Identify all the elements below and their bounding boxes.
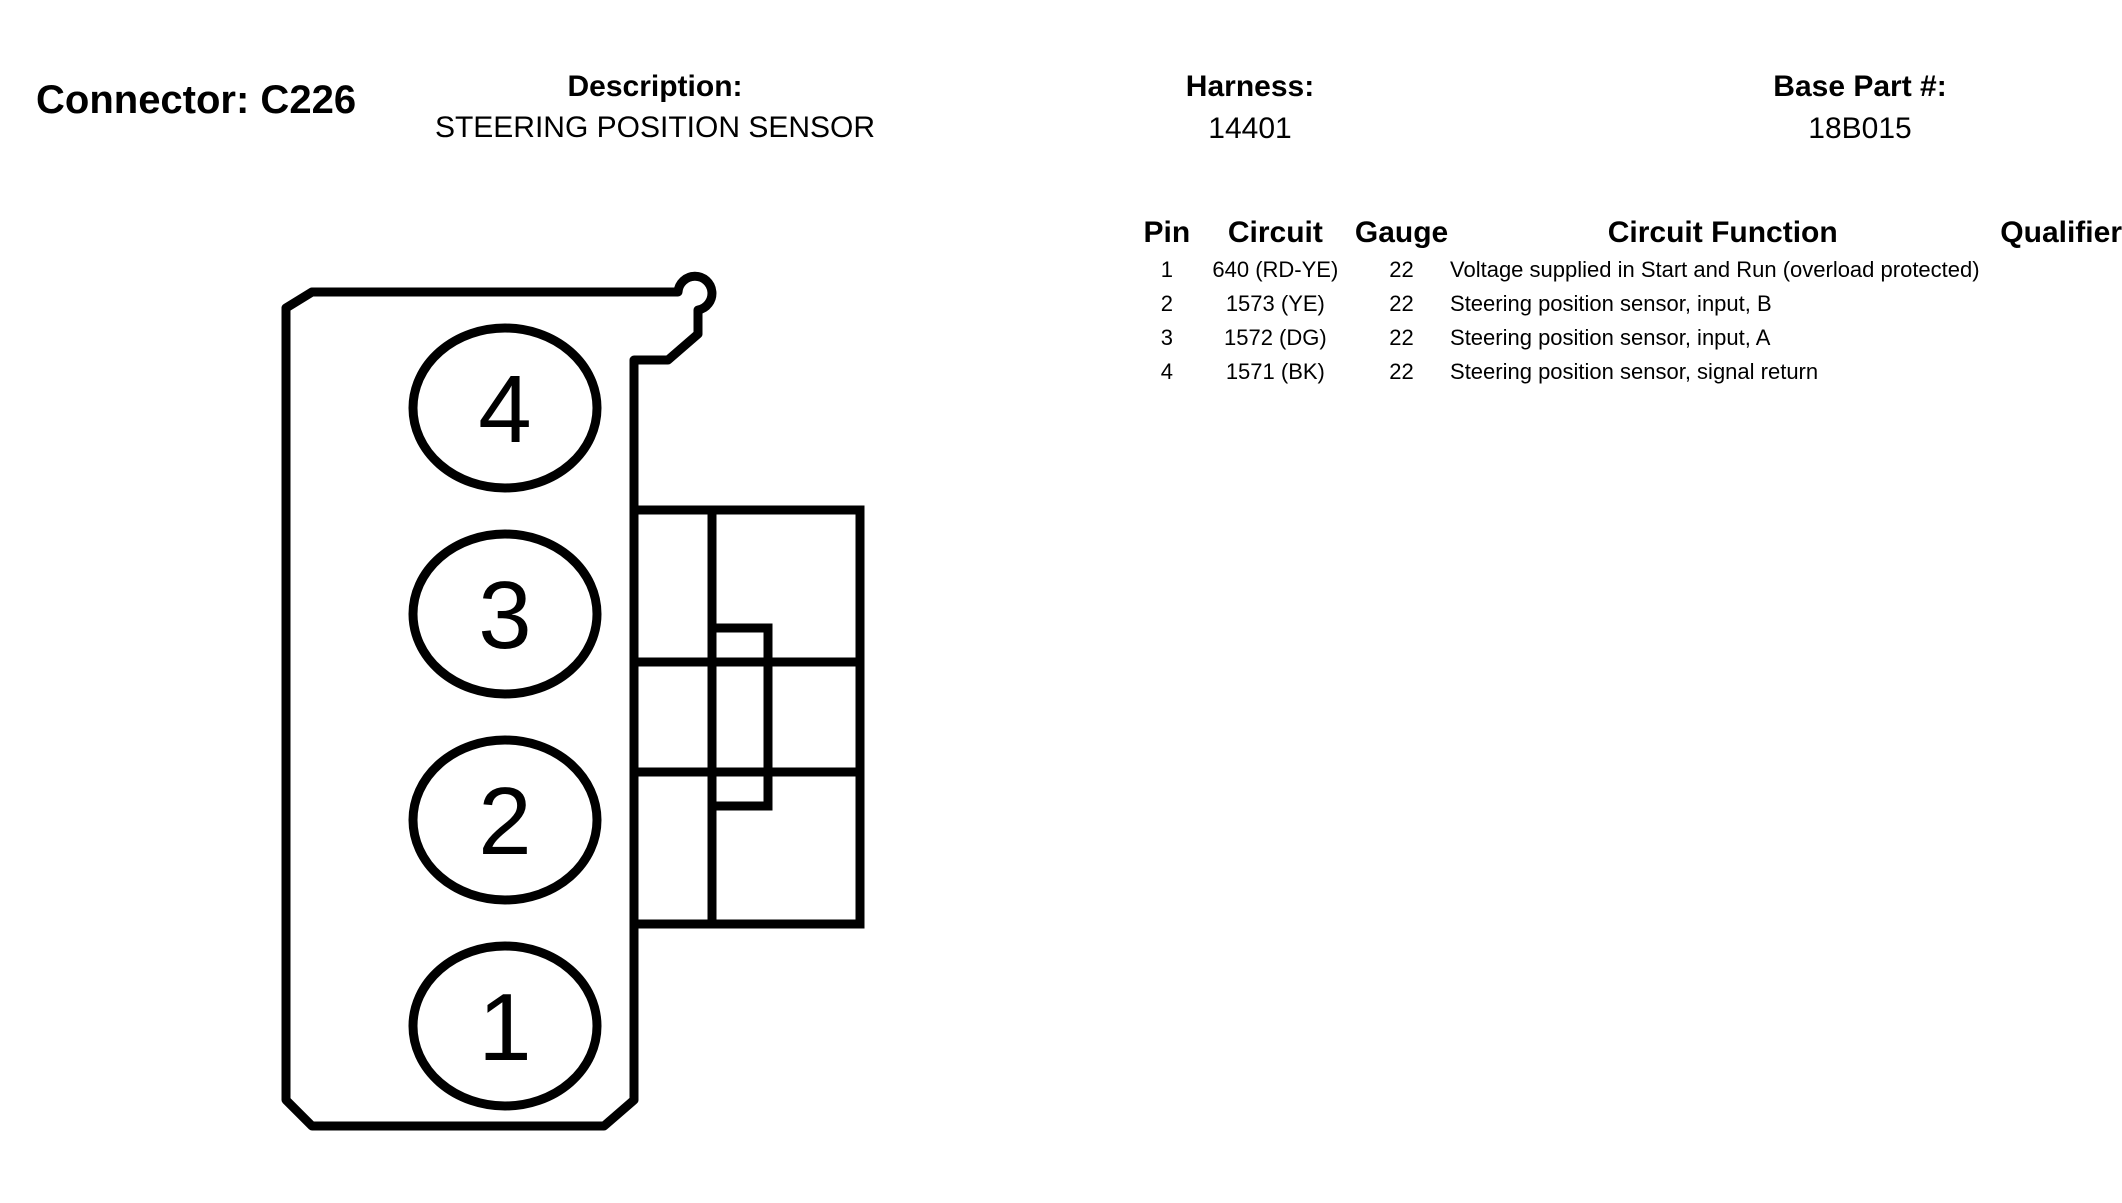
cell-gauge: 22 bbox=[1389, 257, 1414, 282]
cell-pin: 4 bbox=[1160, 359, 1173, 384]
harness-value: 14401 bbox=[1208, 112, 1292, 145]
pin-cavity-3 bbox=[408, 529, 602, 699]
cell-pin: 1 bbox=[1160, 257, 1173, 282]
pin-number-4: 4 bbox=[478, 356, 531, 463]
base-part-value: 18B015 bbox=[1808, 112, 1912, 145]
cell-circuit: 640 (RD-YE) bbox=[1212, 257, 1339, 282]
cell-gauge: 22 bbox=[1389, 325, 1414, 350]
description-value: STEERING POSITION SENSOR bbox=[434, 111, 876, 144]
pin-cavity-1 bbox=[408, 941, 602, 1111]
cell-circuit-function: Steering position sensor, signal return bbox=[1450, 359, 1819, 384]
header-pin: Pin bbox=[1143, 216, 1191, 249]
pin-number-3: 3 bbox=[478, 562, 531, 669]
cell-circuit: 1572 (DG) bbox=[1223, 325, 1327, 350]
header-gauge: Gauge bbox=[1354, 216, 1449, 249]
connector-title: Connector: C226 bbox=[36, 78, 357, 122]
cell-pin: 2 bbox=[1160, 291, 1173, 316]
cell-circuit: 1571 (BK) bbox=[1225, 359, 1325, 384]
pin-table: Pin Circuit Gauge Circuit Function Quali… bbox=[1136, 213, 2122, 389]
table-row: 2 1573 (YE) 22 Steering position sensor,… bbox=[1136, 287, 2122, 321]
cell-gauge: 22 bbox=[1389, 291, 1414, 316]
cell-circuit-function: Voltage supplied in Start and Run (overl… bbox=[1450, 257, 1980, 282]
table-row: 1 640 (RD-YE) 22 Voltage supplied in Sta… bbox=[1136, 253, 2122, 287]
header-circuit: Circuit bbox=[1227, 216, 1323, 249]
cell-circuit-function: Steering position sensor, input, B bbox=[1450, 291, 1772, 316]
locking-tab bbox=[629, 505, 865, 929]
pin-number-1: 1 bbox=[478, 974, 531, 1081]
header-circuit-function: Circuit Function bbox=[1607, 216, 1838, 249]
cell-gauge: 22 bbox=[1389, 359, 1414, 384]
table-row: 4 1571 (BK) 22 Steering position sensor,… bbox=[1136, 355, 2122, 389]
pin-cavity-2 bbox=[408, 735, 602, 905]
table-row: 3 1572 (DG) 22 Steering position sensor,… bbox=[1136, 321, 2122, 355]
cell-pin: 3 bbox=[1160, 325, 1173, 350]
harness-label: Harness: bbox=[1185, 70, 1315, 103]
pin-table-header: Pin Circuit Gauge Circuit Function Quali… bbox=[1136, 213, 2122, 253]
cell-circuit-function: Steering position sensor, input, A bbox=[1450, 325, 1771, 350]
connector-housing-outline bbox=[281, 271, 717, 1131]
description-label: Description: bbox=[567, 70, 743, 103]
pin-cavity-4 bbox=[408, 323, 602, 493]
pin-number-2: 2 bbox=[478, 768, 531, 875]
header-qualifier: Qualifier bbox=[2000, 216, 2122, 249]
cell-circuit: 1573 (YE) bbox=[1225, 291, 1325, 316]
base-part-label: Base Part #: bbox=[1773, 70, 1947, 103]
